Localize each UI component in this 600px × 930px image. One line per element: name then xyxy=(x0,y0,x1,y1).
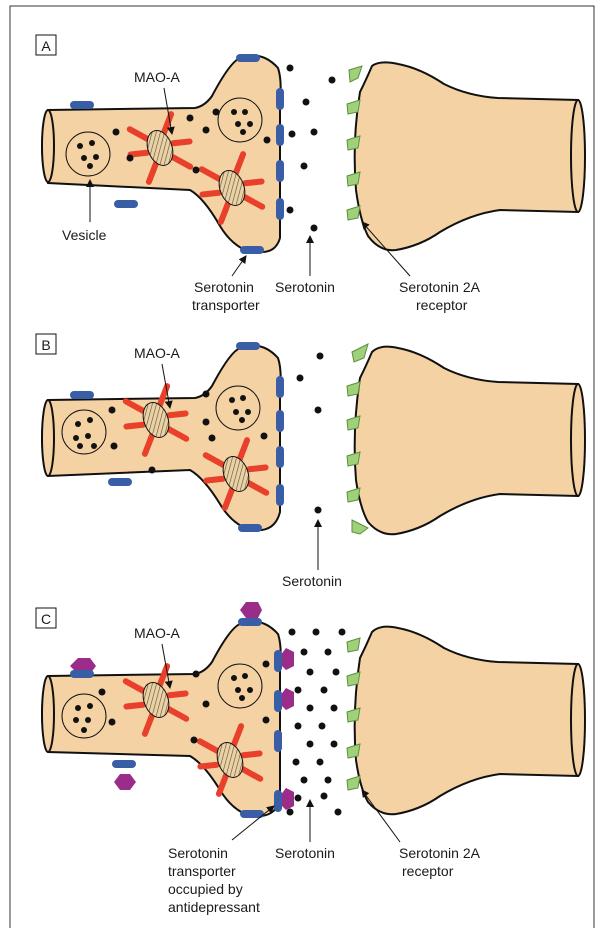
transporter-label: Serotonin xyxy=(194,279,254,295)
receptor-label: receptor xyxy=(416,297,468,313)
panel-label: C xyxy=(41,611,51,627)
panel-label: A xyxy=(41,38,51,54)
serotonin-in-cleft xyxy=(287,65,336,232)
panel-c: C xyxy=(36,602,585,915)
postsynaptic-end-cap xyxy=(571,100,585,212)
vesicle-label: Vesicle xyxy=(62,227,107,243)
postsynaptic-neuron xyxy=(355,627,578,815)
mao-a-label: MAO-A xyxy=(134,625,181,641)
postsynaptic-end-cap xyxy=(571,664,585,776)
transporter-arrow xyxy=(232,256,246,276)
serotonin-label: Serotonin xyxy=(275,279,335,295)
receptor-label: Serotonin 2A xyxy=(399,845,481,861)
occupied-transporter-label: transporter xyxy=(168,863,236,879)
postsynaptic-neuron xyxy=(355,347,578,535)
occupied-transporter-label: Serotonin xyxy=(168,845,228,861)
presynaptic-end-cap xyxy=(42,676,54,752)
serotonin-label: Serotonin xyxy=(275,845,335,861)
serotonin-in-cleft xyxy=(287,629,346,816)
transporter-label: transporter xyxy=(192,297,260,313)
presynaptic-end-cap xyxy=(42,110,54,182)
postsynaptic-neuron xyxy=(355,62,578,250)
mao-a-label: MAO-A xyxy=(134,345,181,361)
receptor-label: receptor xyxy=(402,863,454,879)
serotonin-in-cleft xyxy=(297,353,324,514)
panel-a: A xyxy=(36,35,585,313)
receptor-label: Serotonin 2A xyxy=(399,279,481,295)
serotonin-label: Serotonin xyxy=(282,573,342,589)
occupied-transporter-label: occupied by xyxy=(168,881,243,897)
panel-label: B xyxy=(41,337,50,353)
panel-b: B xyxy=(36,334,585,589)
postsynaptic-end-cap xyxy=(571,384,585,496)
presynaptic-end-cap xyxy=(42,400,54,476)
occupied-transporter-label: antidepressant xyxy=(168,899,260,915)
mao-a-label: MAO-A xyxy=(134,69,181,85)
